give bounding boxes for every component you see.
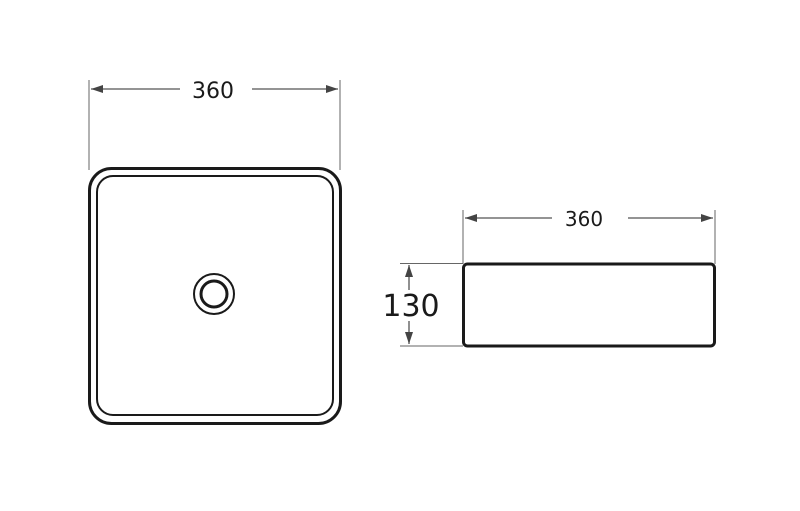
side-width-label: 360 [565,207,603,231]
top-view: 360 [88,79,342,425]
top-width-label: 360 [192,79,234,104]
basin-outer-rim [88,167,342,425]
basin-side-profile [462,262,716,348]
side-view: 360 130 [382,207,716,348]
drain-outer-icon [193,273,235,315]
drain-inner-icon [199,279,229,309]
basin-inner-bowl [96,175,334,416]
side-height-label: 130 [382,289,439,324]
